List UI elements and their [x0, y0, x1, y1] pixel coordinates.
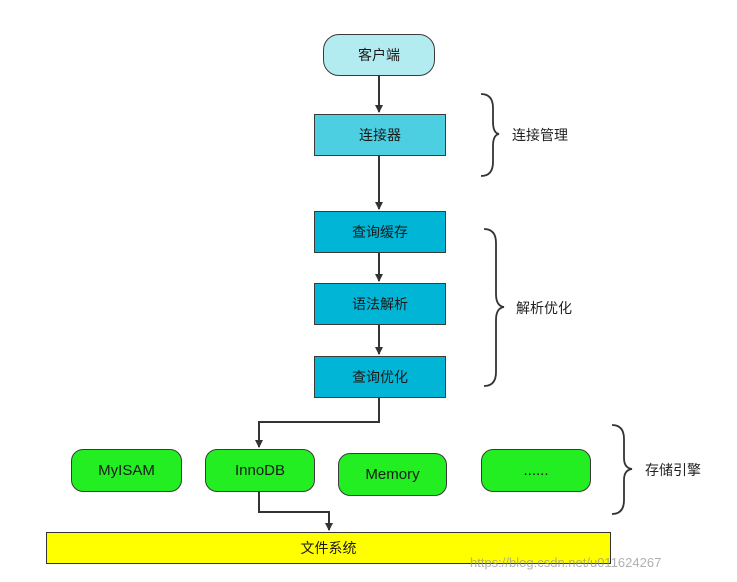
brace-storage: [611, 424, 633, 515]
group-label-parse: 解析优化: [516, 301, 572, 317]
brace-parse: [483, 228, 505, 387]
optimizer-label: 查询优化: [352, 370, 408, 386]
file-system-label: 文件系统: [300, 541, 357, 557]
arrow-innodb-filesystem: [258, 492, 333, 531]
client-node: 客户端: [323, 34, 435, 76]
arrow-optimizer-innodb: [255, 398, 380, 448]
connector-node: 连接器: [314, 114, 446, 156]
group-label-connection: 连接管理: [512, 128, 568, 144]
optimizer-node: 查询优化: [314, 356, 446, 398]
query-cache-node: 查询缓存: [314, 211, 446, 253]
engine-label: InnoDB: [234, 462, 286, 479]
engine-label: ......: [523, 462, 549, 479]
engine-myisam: MyISAM: [71, 449, 182, 492]
watermark-text: https://blog.csdn.net/u011624267: [470, 555, 662, 570]
engine-label: Memory: [365, 466, 420, 483]
parser-node: 语法解析: [314, 283, 446, 325]
engine-innodb: InnoDB: [205, 449, 315, 492]
file-system-node: 文件系统: [46, 532, 611, 564]
connector-label: 连接器: [359, 128, 401, 144]
client-label: 客户端: [358, 48, 400, 64]
brace-connection: [480, 93, 500, 177]
engine-memory: Memory: [338, 453, 447, 496]
group-label-storage: 存储引擎: [645, 463, 701, 479]
parser-label: 语法解析: [352, 297, 408, 313]
engine-more: ......: [481, 449, 591, 492]
query-cache-label: 查询缓存: [352, 225, 408, 241]
engine-label: MyISAM: [98, 462, 155, 479]
